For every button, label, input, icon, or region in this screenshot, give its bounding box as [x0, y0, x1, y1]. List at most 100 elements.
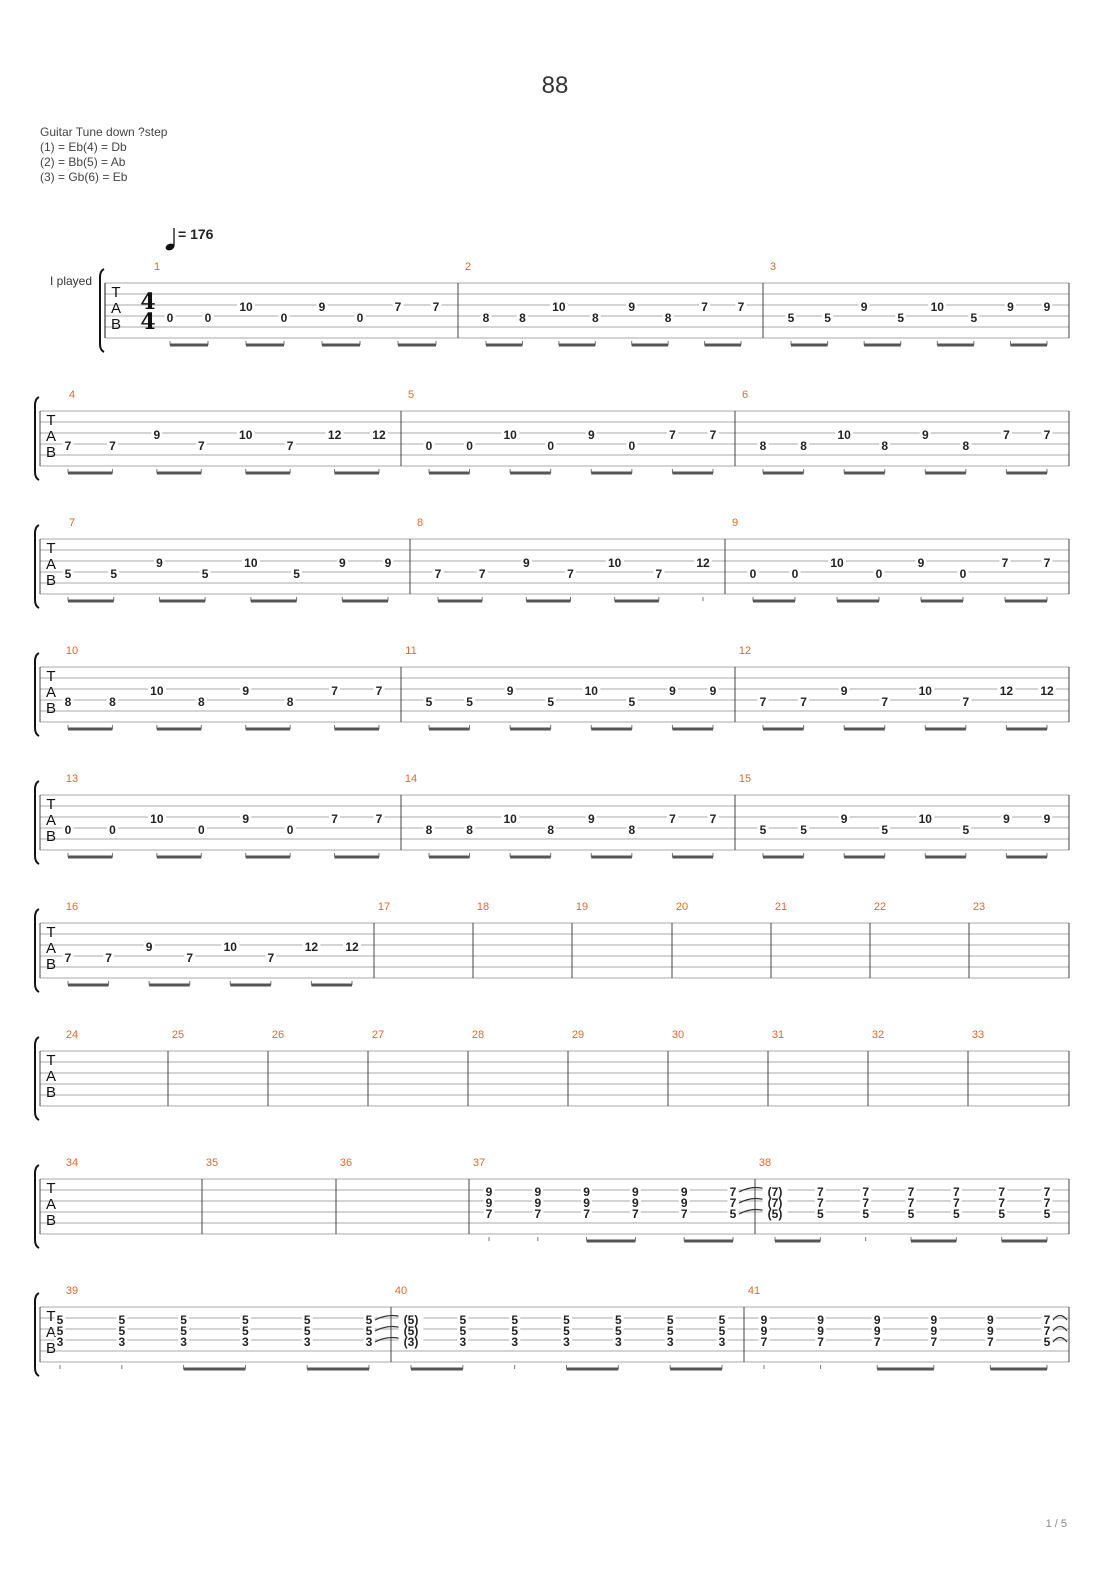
fret-number: 5 — [963, 823, 970, 837]
fret-bg — [873, 569, 885, 579]
measure-number: 8 — [417, 517, 423, 529]
tempo-marking: = 176 — [178, 226, 214, 242]
fret-bg — [581, 1209, 593, 1219]
fret-bg — [626, 697, 638, 707]
tuning-info: Guitar Tune down ?step (1) = Eb(4) = Db … — [40, 125, 167, 185]
fret-bg — [814, 1198, 826, 1208]
fret-number: 5 — [719, 1313, 726, 1327]
fret-number: 9 — [918, 556, 925, 570]
fret-number: 10 — [585, 684, 599, 698]
fret-number: 9 — [987, 1324, 994, 1338]
measure-number: 10 — [66, 645, 78, 657]
fret-number: 9 — [583, 1196, 590, 1210]
fret-number: 9 — [710, 684, 717, 698]
fret-bg — [860, 1187, 872, 1197]
fret-bg — [329, 686, 341, 696]
fret-bg — [464, 697, 476, 707]
tuning-line: (3) = Gb(6) = Eb — [40, 170, 128, 184]
fret-bg — [984, 1326, 996, 1336]
fret-number: 10 — [503, 812, 517, 826]
fret-bg — [354, 313, 366, 323]
fret-bg — [561, 1315, 572, 1325]
fret-bg — [1041, 1209, 1053, 1219]
fret-bg — [457, 1326, 469, 1336]
tab-clef-b: B — [46, 444, 56, 461]
system-bracket — [34, 1164, 40, 1249]
measure-number: 40 — [395, 1285, 407, 1297]
fret-number: 0 — [281, 311, 288, 325]
fret-number: 5 — [971, 311, 978, 325]
fret-number: 7 — [953, 1196, 960, 1210]
fret-number: 8 — [629, 823, 636, 837]
fret-number: 5 — [730, 1207, 737, 1221]
fret-number: 9 — [761, 1313, 768, 1327]
fret-bg — [240, 686, 252, 696]
fret-bg — [581, 1187, 593, 1197]
fret-number: (5) — [404, 1324, 419, 1338]
fret-bg — [184, 953, 196, 963]
fret-bg — [316, 302, 328, 312]
fret-bg — [1041, 1198, 1053, 1208]
fret-number: 8 — [109, 695, 116, 709]
fret-number: 0 — [629, 439, 636, 453]
fret-bg — [757, 825, 769, 835]
fret-bg — [284, 825, 296, 835]
fret-bg — [762, 1209, 788, 1219]
fret-number: 10 — [150, 684, 164, 698]
fret-bg — [545, 697, 557, 707]
fret-number: 9 — [681, 1185, 688, 1199]
measure-number: 37 — [473, 1157, 485, 1169]
fret-number: 5 — [998, 1207, 1005, 1221]
measure-number: 11 — [405, 645, 416, 657]
fret-number: 9 — [669, 684, 676, 698]
fret-bg — [727, 1209, 739, 1219]
fret-bg — [1038, 686, 1056, 696]
fret-number: 5 — [293, 567, 300, 581]
tie-arc — [1052, 1314, 1068, 1321]
fret-number: 9 — [930, 1324, 937, 1338]
tab-clef-a: A — [111, 300, 121, 317]
fret-bg — [871, 1337, 883, 1347]
fret-bg — [626, 441, 638, 451]
fret-bg — [707, 814, 719, 824]
system-bracket — [34, 652, 40, 737]
fret-bg — [509, 1337, 521, 1347]
fret-number: 9 — [583, 1185, 590, 1199]
fret-number: 7 — [486, 1207, 493, 1221]
fret-bg — [860, 1209, 872, 1219]
measure-number: 21 — [775, 901, 787, 913]
measure-number: 18 — [477, 901, 489, 913]
fret-bg — [151, 430, 163, 440]
fret-bg — [370, 430, 388, 440]
fret-bg — [629, 1198, 641, 1208]
fret-bg — [678, 1209, 690, 1219]
tab-clef-b: B — [46, 700, 56, 717]
fret-number: 9 — [242, 684, 249, 698]
measure-number: 4 — [69, 389, 75, 401]
fret-bg — [1041, 1337, 1053, 1347]
fret-number: 5 — [824, 311, 831, 325]
tab-clef-a: A — [46, 1068, 56, 1085]
fret-number: 9 — [523, 556, 530, 570]
system-bracket — [34, 1292, 40, 1377]
fret-number: 7 — [395, 300, 402, 314]
fret-bg — [302, 942, 321, 952]
fret-bg — [153, 558, 165, 568]
fret-bg — [916, 686, 935, 696]
fret-bg — [284, 441, 296, 451]
fret-number: 3 — [304, 1335, 311, 1349]
fret-bg — [545, 825, 557, 835]
fret-number: 7 — [908, 1185, 915, 1199]
fret-number: 7 — [376, 812, 383, 826]
fret-number: 12 — [372, 428, 386, 442]
fret-bg — [838, 814, 850, 824]
tab-clef-b: B — [46, 828, 56, 845]
system-bracket — [34, 524, 40, 609]
fret-bg — [928, 302, 947, 312]
fret-bg — [919, 430, 931, 440]
fret-number: 7 — [109, 439, 116, 453]
fret-bg — [916, 814, 935, 824]
fret-number: 9 — [1007, 300, 1014, 314]
fret-bg — [476, 569, 488, 579]
fret-number: 5 — [511, 1324, 518, 1338]
